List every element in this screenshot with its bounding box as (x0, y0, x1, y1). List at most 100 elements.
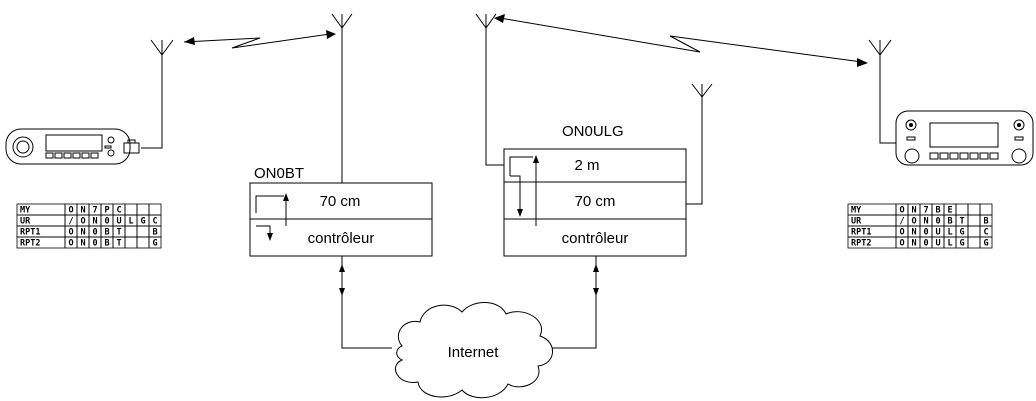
table-cell: G (983, 239, 988, 249)
on0ulg-internet-line (552, 256, 599, 349)
table-cell-border (124, 236, 138, 249)
table-cell: O (68, 239, 73, 249)
on0ulg-antenna-2m (475, 13, 504, 166)
table-cell: C (116, 206, 121, 216)
table-cell: N (923, 217, 928, 227)
table-cell: C (152, 217, 157, 227)
table-cell-border (967, 225, 981, 238)
internet-cloud: Internet (395, 302, 553, 399)
on0ulg-controller-label: contrôleur (562, 230, 629, 247)
on0ulg-repeater: ON0ULG 2 m 70 cm contrôleur (475, 13, 713, 349)
on0bt-controller-label: contrôleur (308, 230, 375, 247)
radio-link-right (494, 14, 868, 67)
right-radio-group (868, 39, 1034, 166)
on0bt-band-label: 70 cm (320, 193, 361, 210)
table-cell: N (911, 239, 916, 249)
table-cell: U (116, 217, 121, 227)
table-cell: / (899, 217, 904, 227)
table-cell: O (68, 206, 73, 216)
table-cell: C (983, 228, 988, 238)
table-cell-border (955, 203, 969, 216)
on0bt-repeater: ON0BT 70 cm contrôleur (249, 13, 433, 349)
table-cell: L (947, 228, 952, 238)
on0ulg-duplex-arrows (509, 155, 539, 226)
table-cell: N (911, 228, 916, 238)
table-cell-border (967, 214, 981, 227)
table-cell: N (911, 206, 916, 216)
table-cell-border (136, 225, 150, 238)
left-radio-antenna (141, 39, 174, 149)
table-cell: 0 (923, 239, 928, 249)
table-cell-border (148, 236, 162, 249)
table-cell: B (104, 239, 109, 249)
table-cell: E (947, 206, 952, 216)
table-cell: / (68, 217, 73, 227)
table-cell: T (116, 239, 121, 249)
on0ulg-band-bottom-label: 70 cm (575, 193, 616, 210)
on0bt-label: ON0BT (254, 165, 304, 182)
table-cell: UR (20, 217, 31, 227)
right-radio-antenna (868, 39, 896, 144)
table-cell: U (935, 239, 940, 249)
table-cell: O (899, 206, 904, 216)
table-cell: O (911, 217, 916, 227)
table-cell: 7 (923, 206, 928, 216)
table-cell: L (947, 239, 952, 249)
table-cell: 0 (92, 239, 97, 249)
table-cell-border (148, 203, 162, 216)
table-cell: O (80, 217, 85, 227)
table-cell: B (947, 217, 952, 227)
table-cell: RPT1 (20, 228, 40, 238)
table-cell: U (935, 228, 940, 238)
table-cell: G (140, 217, 145, 227)
table-cell-border (967, 236, 981, 249)
on0bt-antenna (331, 13, 353, 183)
table-cell: P (104, 206, 109, 216)
on0ulg-label: ON0ULG (562, 123, 624, 140)
table-cell: L (128, 217, 133, 227)
table-cell-border (124, 225, 138, 238)
table-cell: G (152, 239, 157, 249)
table-cell: 0 (92, 228, 97, 238)
table-cell: B (935, 206, 940, 216)
internet-label: Internet (448, 344, 500, 361)
table-cell: MY (20, 206, 31, 216)
on0bt-internet-line (339, 256, 392, 349)
table-cell: O (899, 239, 904, 249)
on0ulg-band-top-label: 2 m (574, 157, 599, 174)
table-cell: 0 (923, 228, 928, 238)
table-cell: N (80, 228, 85, 238)
table-cell-border (136, 236, 150, 249)
radio-link-left (183, 30, 336, 49)
table-cell: UR (851, 217, 862, 227)
table-cell: MY (851, 206, 862, 216)
on0ulg-box (503, 148, 687, 257)
table-cell: T (116, 228, 121, 238)
table-cell: RPT2 (20, 239, 40, 249)
table-cell: 0 (935, 217, 940, 227)
table-cell: N (80, 239, 85, 249)
table-cell: N (80, 206, 85, 216)
table-cell: O (68, 228, 73, 238)
table-cell: O (899, 228, 904, 238)
table-cell: RPT1 (851, 228, 871, 238)
table-cell: B (983, 217, 988, 227)
table-cell-border (124, 203, 138, 216)
table-cell-border (136, 203, 150, 216)
table-cell: 0 (104, 217, 109, 227)
left-radio-icon (5, 128, 140, 165)
table-cell: T (959, 217, 964, 227)
table-cell: G (959, 228, 964, 238)
on0ulg-antenna-70cm (686, 83, 713, 205)
on0bt-duplex-arrows (255, 193, 289, 241)
table-cell: G (959, 239, 964, 249)
table-cell-border (967, 203, 981, 216)
table-cell: RPT2 (851, 239, 871, 249)
table-cell-border (979, 203, 993, 216)
table-cell: N (92, 217, 97, 227)
left-radio-group (5, 39, 174, 165)
table-cell: B (152, 228, 157, 238)
